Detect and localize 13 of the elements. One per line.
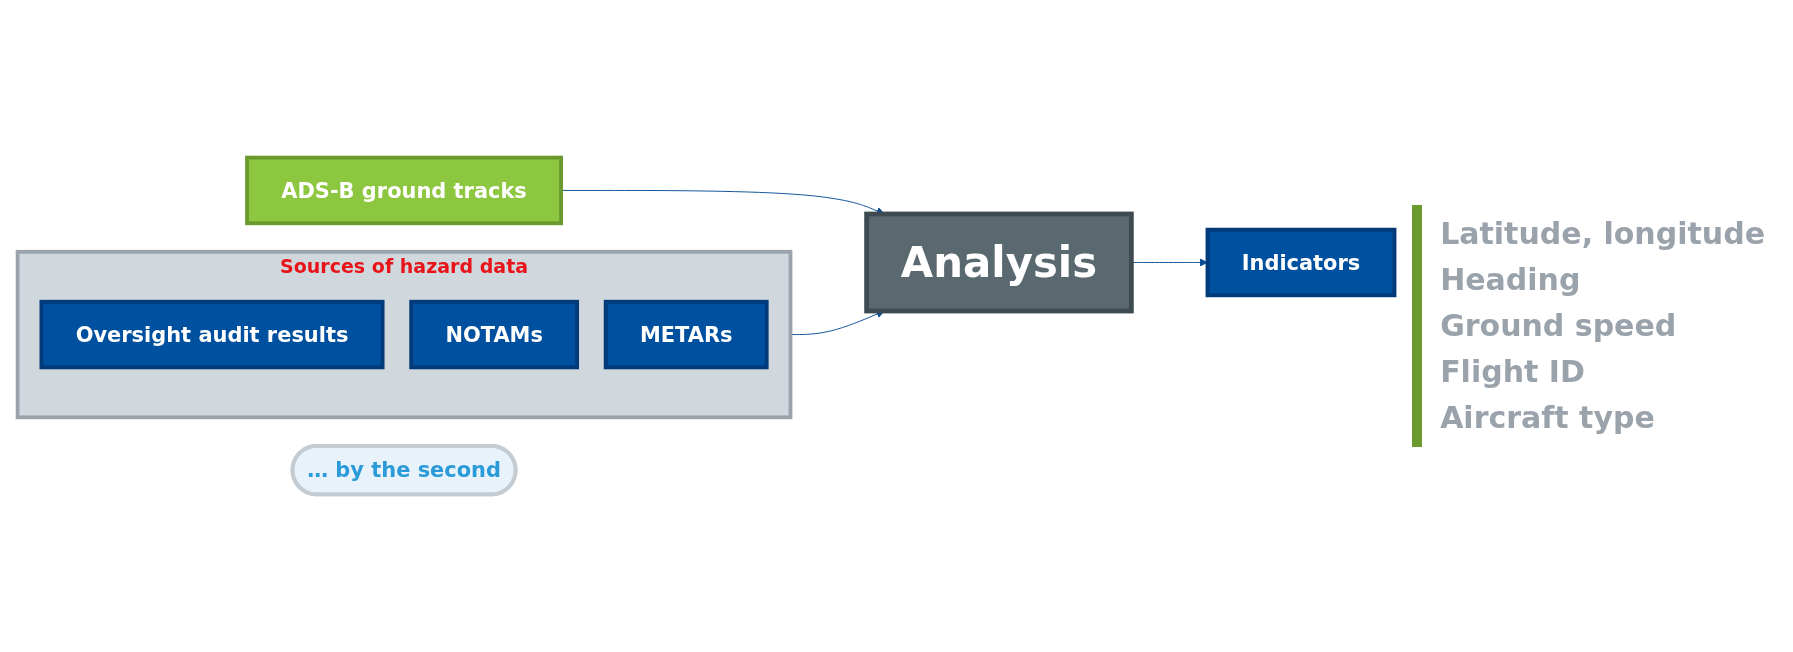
node-box [1205,227,1397,298]
node-box [603,299,769,370]
field-label: Latitude, longitude [1440,215,1765,253]
node-box [39,299,385,370]
flowchart: Sources of hazard data Oversight audit results NOTAMs METARs Analysis Indicators ADS-B ground tracks … by the second [10,150,1403,502]
field-label: Flight ID [1440,353,1586,391]
node-box [245,155,563,226]
node-box [409,299,580,370]
cluster [15,249,793,420]
field-label: Heading [1440,261,1582,299]
field-label: Ground speed [1440,307,1678,345]
node-box [864,211,1134,314]
field-label: Aircraft type [1440,399,1656,437]
